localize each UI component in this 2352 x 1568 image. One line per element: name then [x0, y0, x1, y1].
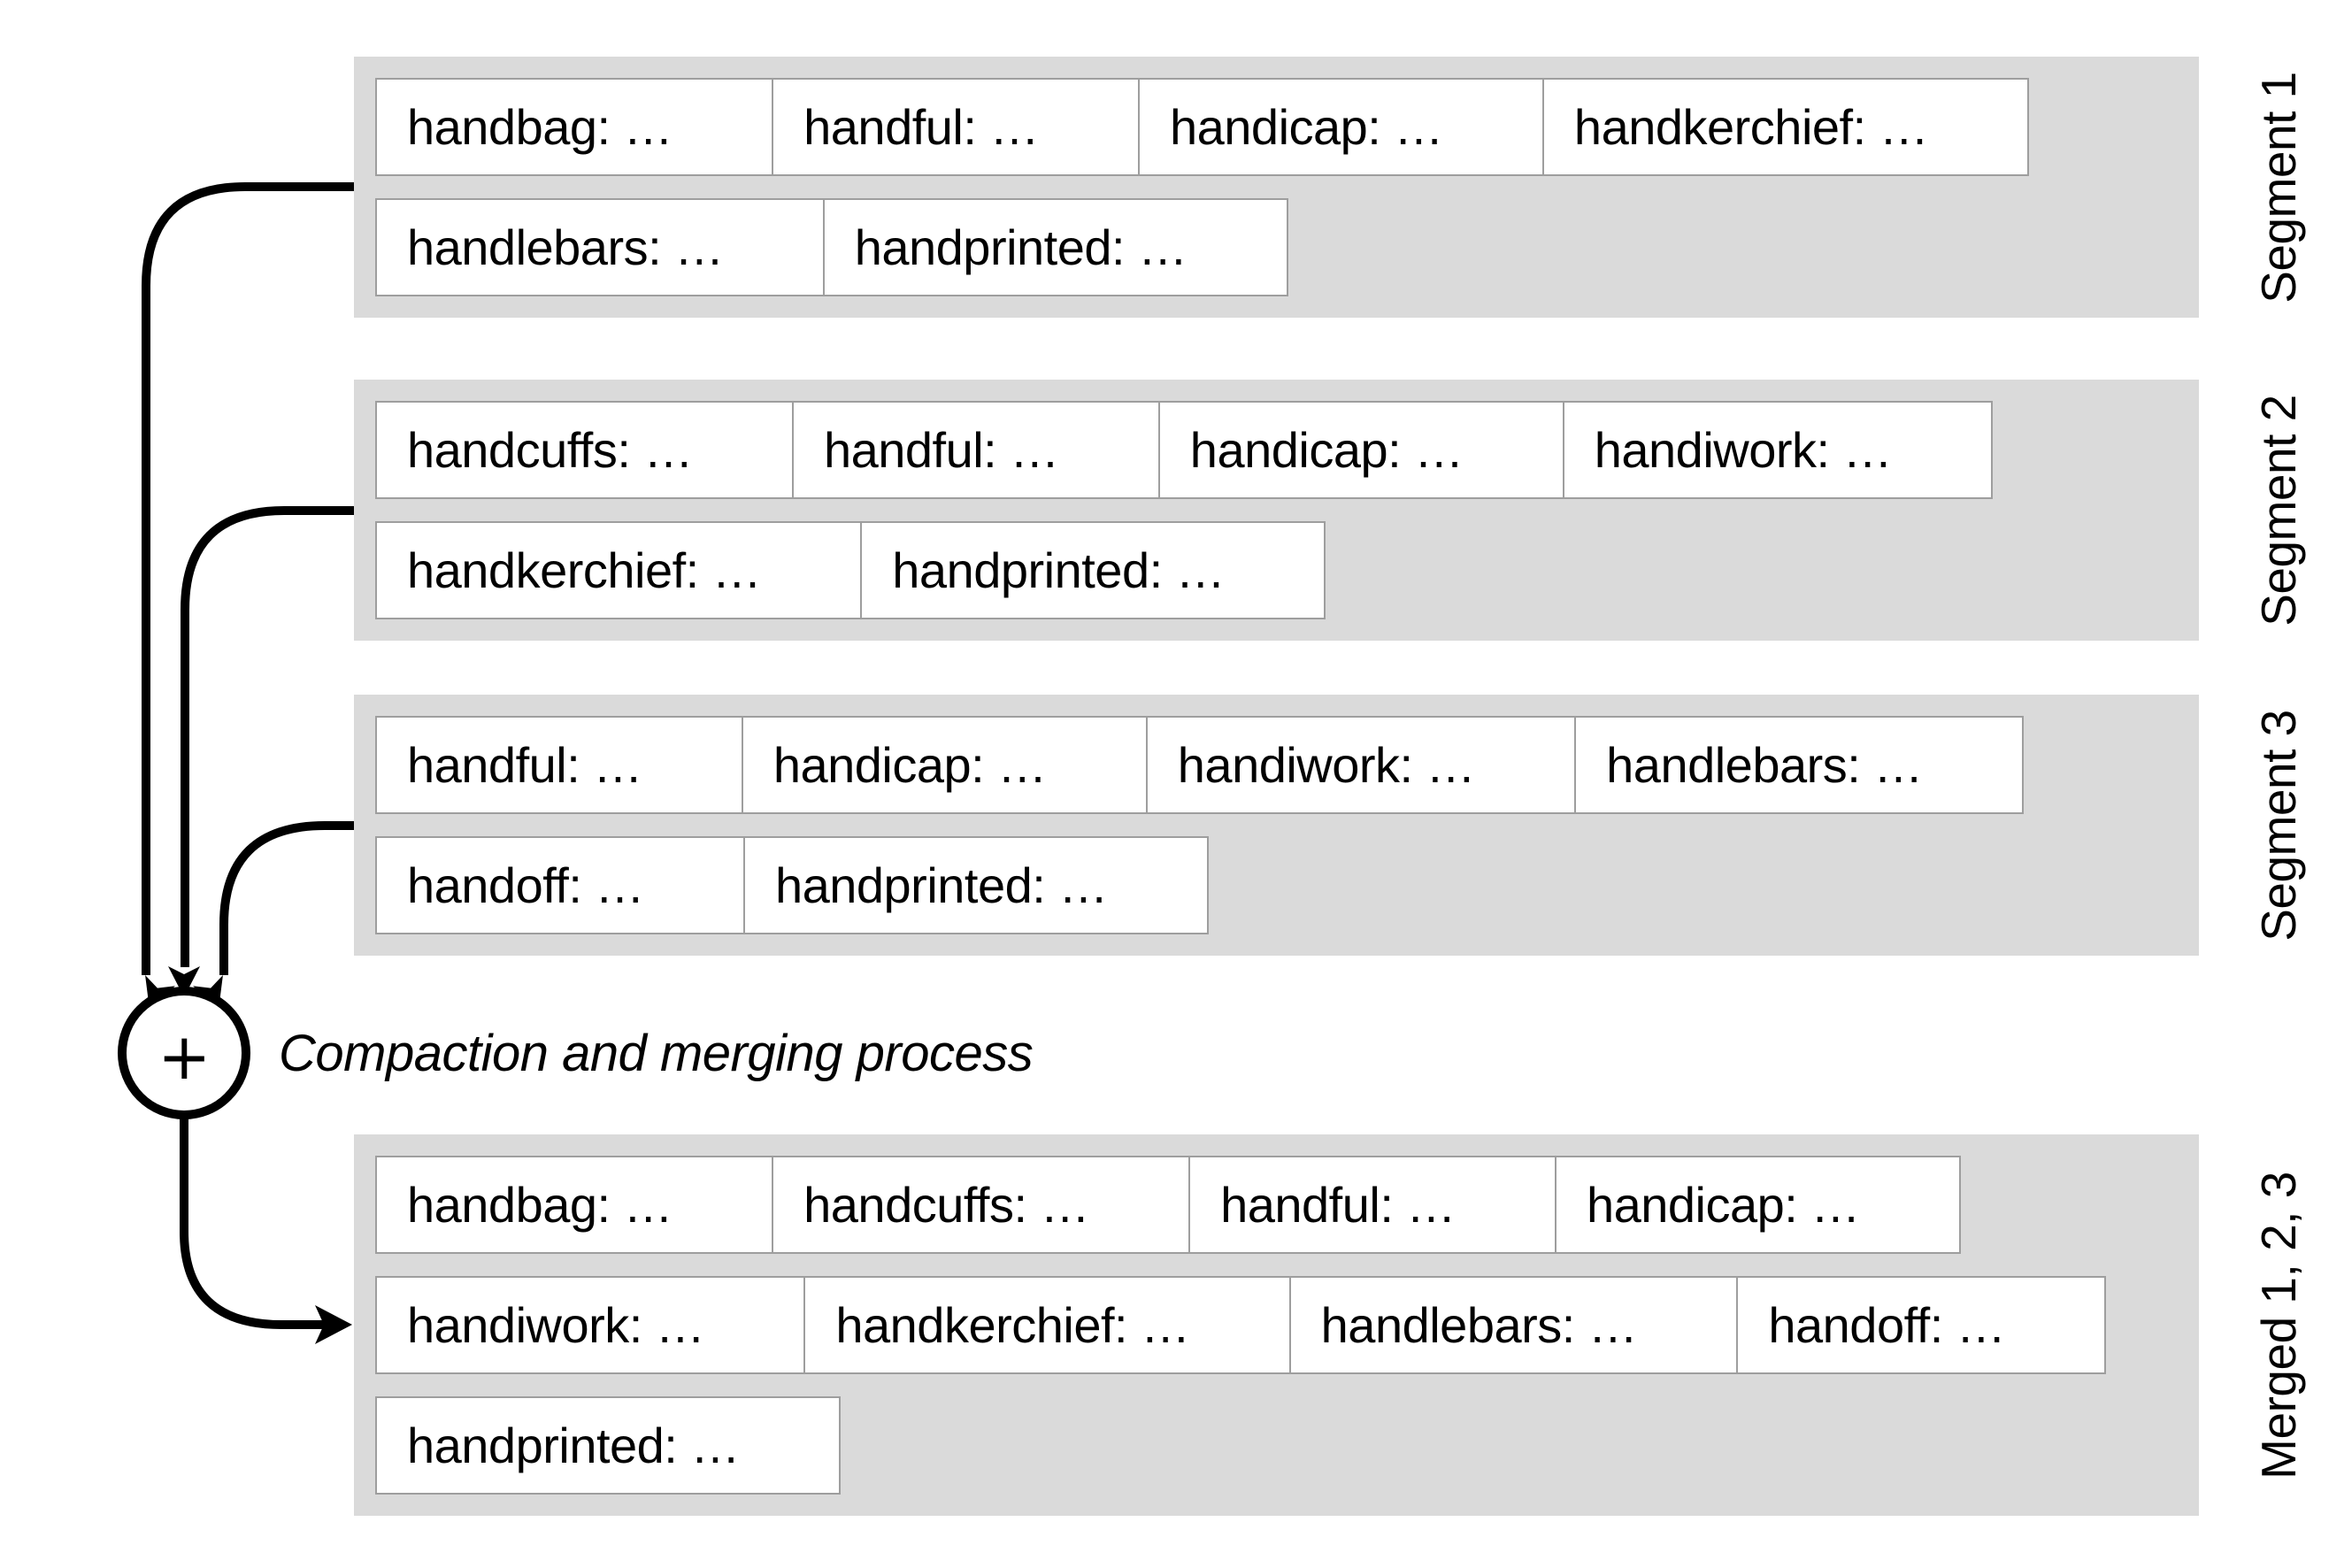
- arrow-segment3-to-merge: [219, 821, 354, 975]
- term-box: handicap: …: [1554, 1156, 1961, 1254]
- segment-3-rows: handful: …handicap: …handiwork: …handleb…: [375, 716, 2199, 934]
- merged-rows: handbag: …handcuffs: …handful: …handicap…: [375, 1156, 2199, 1495]
- term-box: handkerchief: …: [1541, 78, 2030, 176]
- term-box: handful: …: [375, 716, 743, 814]
- segment-2-panel: handcuffs: …handful: …handicap: …handiwo…: [354, 380, 2306, 641]
- arrow-merge-to-merged: [180, 1115, 324, 1329]
- term-box: handprinted: …: [742, 836, 1209, 934]
- segment-1-label-cell: Segment 1: [2199, 57, 2352, 318]
- term-row: handful: …handicap: …handiwork: …handleb…: [375, 716, 2199, 814]
- term-box: handicap: …: [741, 716, 1148, 814]
- term-row: handprinted: …: [375, 1396, 2199, 1495]
- term-box: handcuffs: …: [772, 1156, 1191, 1254]
- segment-1-label: Segment 1: [2251, 71, 2307, 304]
- term-box: handprinted: …: [375, 1396, 841, 1495]
- merged-panel: handbag: …handcuffs: …handful: …handicap…: [354, 1134, 2306, 1516]
- term-box: handprinted: …: [860, 521, 1326, 619]
- term-box: handlebars: …: [1288, 1276, 1739, 1374]
- term-row: handkerchief: …handprinted: …: [375, 521, 2199, 619]
- term-box: handcuffs: …: [375, 401, 794, 499]
- segment-3-label-cell: Segment 3: [2199, 695, 2352, 956]
- segment-3-label: Segment 3: [2251, 709, 2307, 942]
- term-box: handbag: …: [375, 78, 774, 176]
- term-row: handlebars: …handprinted: …: [375, 198, 2199, 296]
- term-box: handiwork: …: [1145, 716, 1577, 814]
- term-box: handlebars: …: [1574, 716, 2024, 814]
- term-row: handoff: …handprinted: …: [375, 836, 2199, 934]
- process-caption: Compaction and merging process: [279, 1024, 1034, 1082]
- segment-1-panel: handbag: …handful: …handicap: …handkerch…: [354, 57, 2306, 318]
- segment-2-label-cell: Segment 2: [2199, 380, 2352, 641]
- term-row: handbag: …handcuffs: …handful: …handicap…: [375, 1156, 2199, 1254]
- term-box: handful: …: [1188, 1156, 1556, 1254]
- segment-2-label: Segment 2: [2251, 394, 2307, 626]
- arrowhead-segment3: [193, 974, 223, 1010]
- term-box: handful: …: [772, 78, 1140, 176]
- term-row: handbag: …handful: …handicap: …handkerch…: [375, 78, 2199, 176]
- term-box: handoff: …: [1736, 1276, 2107, 1374]
- term-box: handicap: …: [1157, 401, 1564, 499]
- term-box: handkerchief: …: [803, 1276, 1291, 1374]
- merge-node-circle: [118, 987, 250, 1119]
- arrow-segment2-to-merge: [181, 506, 354, 967]
- term-row: handcuffs: …handful: …handicap: …handiwo…: [375, 401, 2199, 499]
- arrow-segment1-to-merge: [142, 182, 354, 975]
- arrowhead-segment2: [168, 966, 200, 997]
- term-box: handbag: …: [375, 1156, 774, 1254]
- merge-plus-symbol: +: [158, 1019, 211, 1094]
- term-box: handprinted: …: [822, 198, 1288, 296]
- merged-label: Merged 1, 2, 3: [2251, 1171, 2306, 1480]
- term-box: handoff: …: [375, 836, 745, 934]
- term-row: handiwork: …handkerchief: …handlebars: ……: [375, 1276, 2199, 1374]
- segment-3-panel: handful: …handicap: …handiwork: …handleb…: [354, 695, 2306, 956]
- term-box: handlebars: …: [375, 198, 825, 296]
- arrowhead-segment1: [145, 974, 175, 1010]
- segment-2-rows: handcuffs: …handful: …handicap: …handiwo…: [375, 401, 2199, 619]
- term-box: handful: …: [791, 401, 1160, 499]
- term-box: handiwork: …: [1562, 401, 1994, 499]
- segment-1-rows: handbag: …handful: …handicap: …handkerch…: [375, 78, 2199, 296]
- term-box: handiwork: …: [375, 1276, 806, 1374]
- term-box: handicap: …: [1137, 78, 1544, 176]
- arrowhead-merged: [315, 1305, 352, 1344]
- term-box: handkerchief: …: [375, 521, 863, 619]
- merged-label-cell: Merged 1, 2, 3: [2199, 1134, 2352, 1516]
